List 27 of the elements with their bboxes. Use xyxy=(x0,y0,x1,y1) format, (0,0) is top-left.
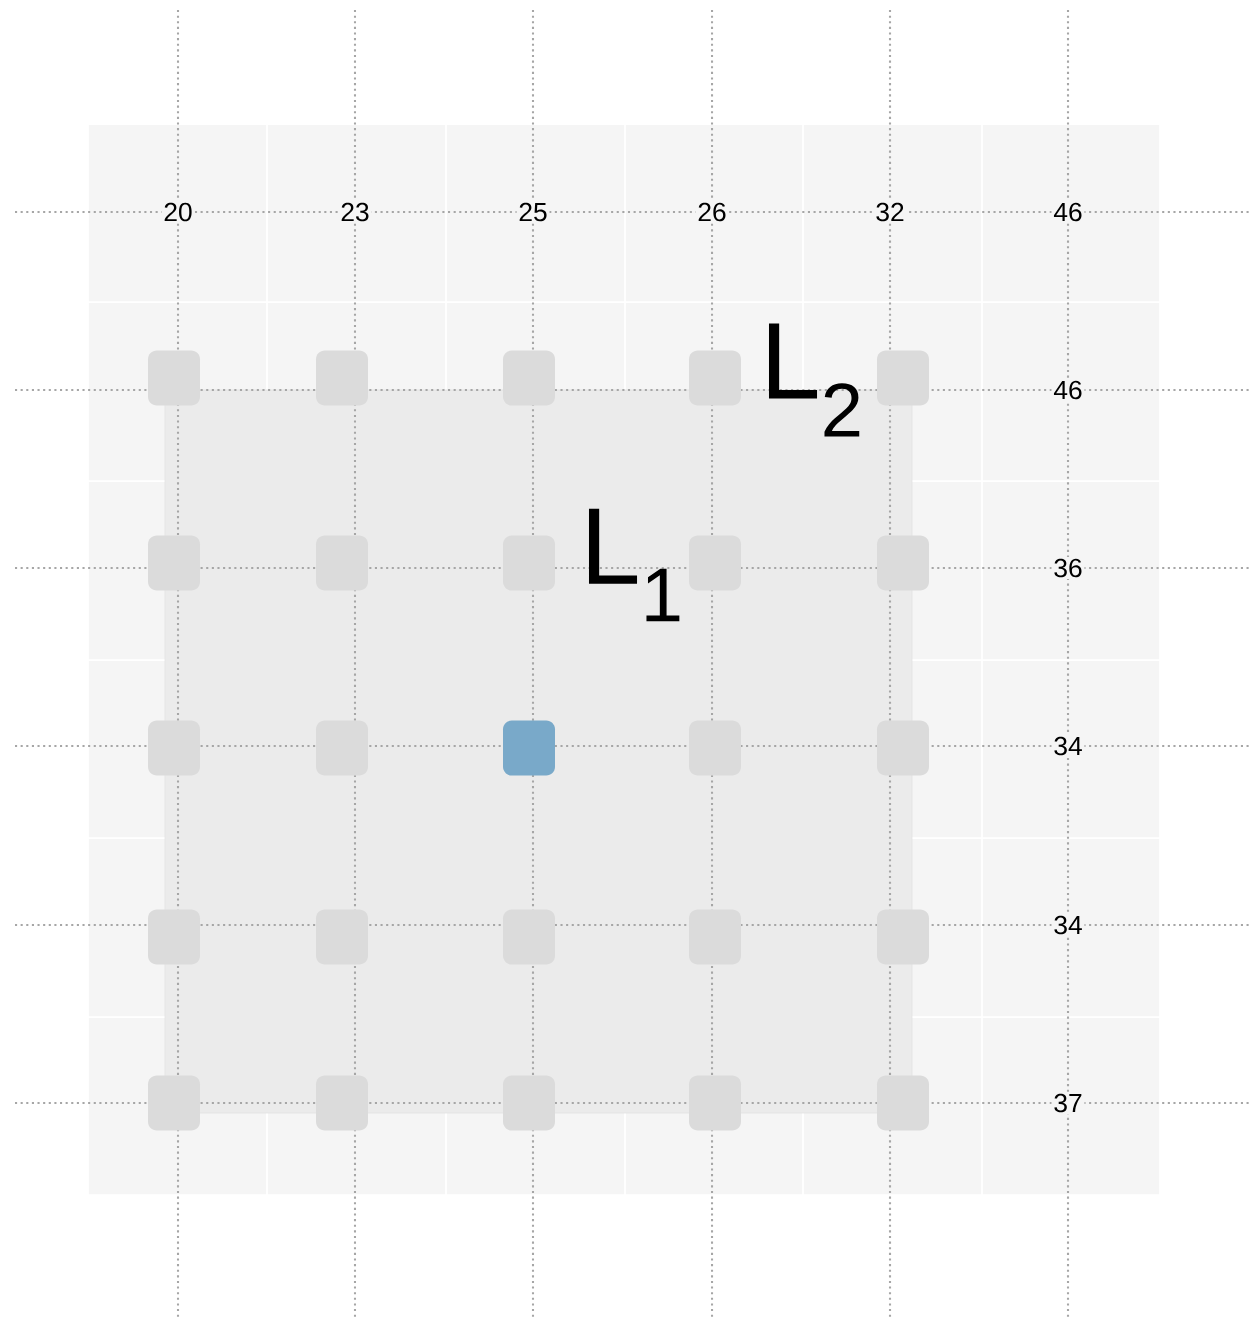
square-tile xyxy=(316,350,368,406)
region-label: L$_{1}$ xyxy=(589,508,680,622)
region-label: L$_{2}$ xyxy=(769,323,860,437)
square-tile xyxy=(316,720,368,776)
square-tile xyxy=(877,1075,929,1131)
square-tile xyxy=(503,1075,555,1131)
square-tile xyxy=(503,909,555,965)
square-tile xyxy=(877,720,929,776)
square-tile xyxy=(316,909,368,965)
square-tile xyxy=(689,909,741,965)
square-tile xyxy=(503,720,555,776)
square-tile xyxy=(503,535,555,591)
square-tile xyxy=(877,350,929,406)
square-tile xyxy=(689,350,741,406)
square-tile xyxy=(689,720,741,776)
square-tile xyxy=(877,535,929,591)
square-tile xyxy=(148,350,200,406)
square-tile xyxy=(316,535,368,591)
square-tile xyxy=(689,1075,741,1131)
square-tile xyxy=(148,1075,200,1131)
square-tile xyxy=(148,535,200,591)
square-tile xyxy=(316,1075,368,1131)
square-tile xyxy=(877,909,929,965)
square-tile xyxy=(148,720,200,776)
square-tile xyxy=(148,909,200,965)
square-tile xyxy=(503,350,555,406)
square-tile xyxy=(689,535,741,591)
